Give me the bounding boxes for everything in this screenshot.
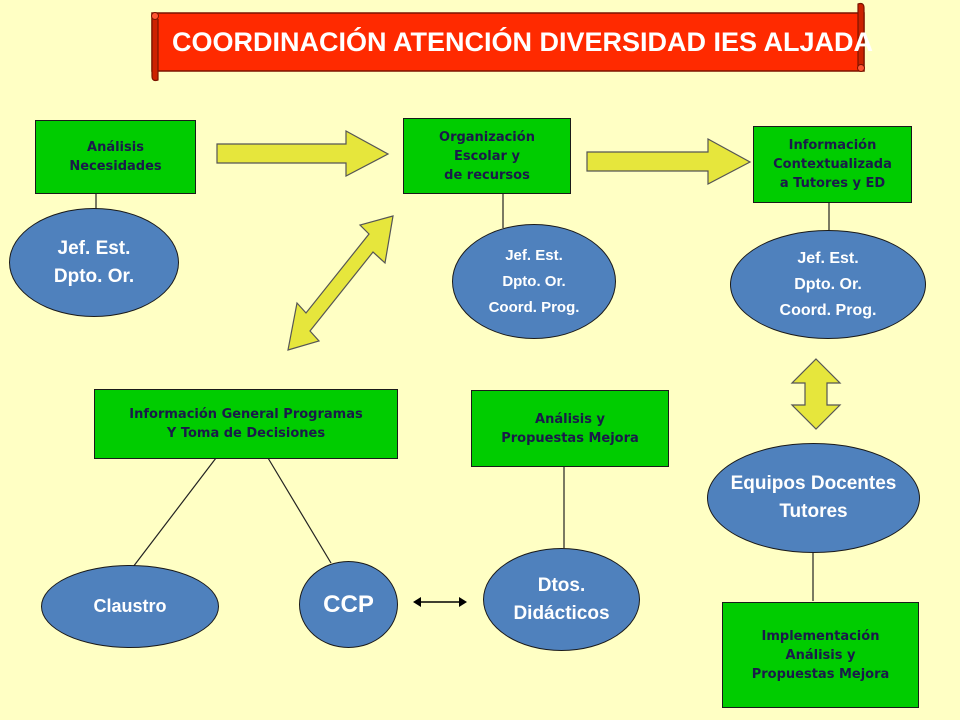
double-arrow-icon <box>287 215 394 351</box>
ellipse-jef-est-3: Jef. Est. Dpto. Or. Coord. Prog. <box>730 230 926 339</box>
vertical-double-arrow-icon <box>790 358 842 430</box>
connector-line <box>267 457 332 564</box>
box-informacion-general: Información General Programas Y Toma de … <box>94 389 398 459</box>
right-arrow-icon <box>216 129 390 177</box>
box-organizacion-escolar: Organización Escolar y de recursos <box>403 118 571 194</box>
bidirectional-arrow-icon <box>413 597 467 607</box>
title-banner <box>151 2 865 82</box>
ellipse-ccp: CCP <box>299 561 398 648</box>
box-informacion-contextualizada: Información Contextualizada a Tutores y … <box>753 126 912 203</box>
ellipse-claustro: Claustro <box>41 565 219 648</box>
ellipse-equipos-docentes: Equipos Docentes Tutores <box>707 443 920 553</box>
page-title: COORDINACIÓN ATENCIÓN DIVERSIDAD IES ALJ… <box>172 27 874 57</box>
box-implementacion: Implementación Análisis y Propuestas Mej… <box>722 602 919 708</box>
ellipse-dtos-didacticos: Dtos. Didácticos <box>483 548 640 651</box>
box-analisis-necesidades: Análisis Necesidades <box>35 120 196 194</box>
box-analisis-propuestas: Análisis y Propuestas Mejora <box>471 390 669 467</box>
connector-line <box>132 457 217 568</box>
ellipse-jef-est-1: Jef. Est. Dpto. Or. <box>9 208 179 317</box>
right-arrow-icon <box>586 137 752 185</box>
ellipse-jef-est-2: Jef. Est. Dpto. Or. Coord. Prog. <box>452 224 616 339</box>
